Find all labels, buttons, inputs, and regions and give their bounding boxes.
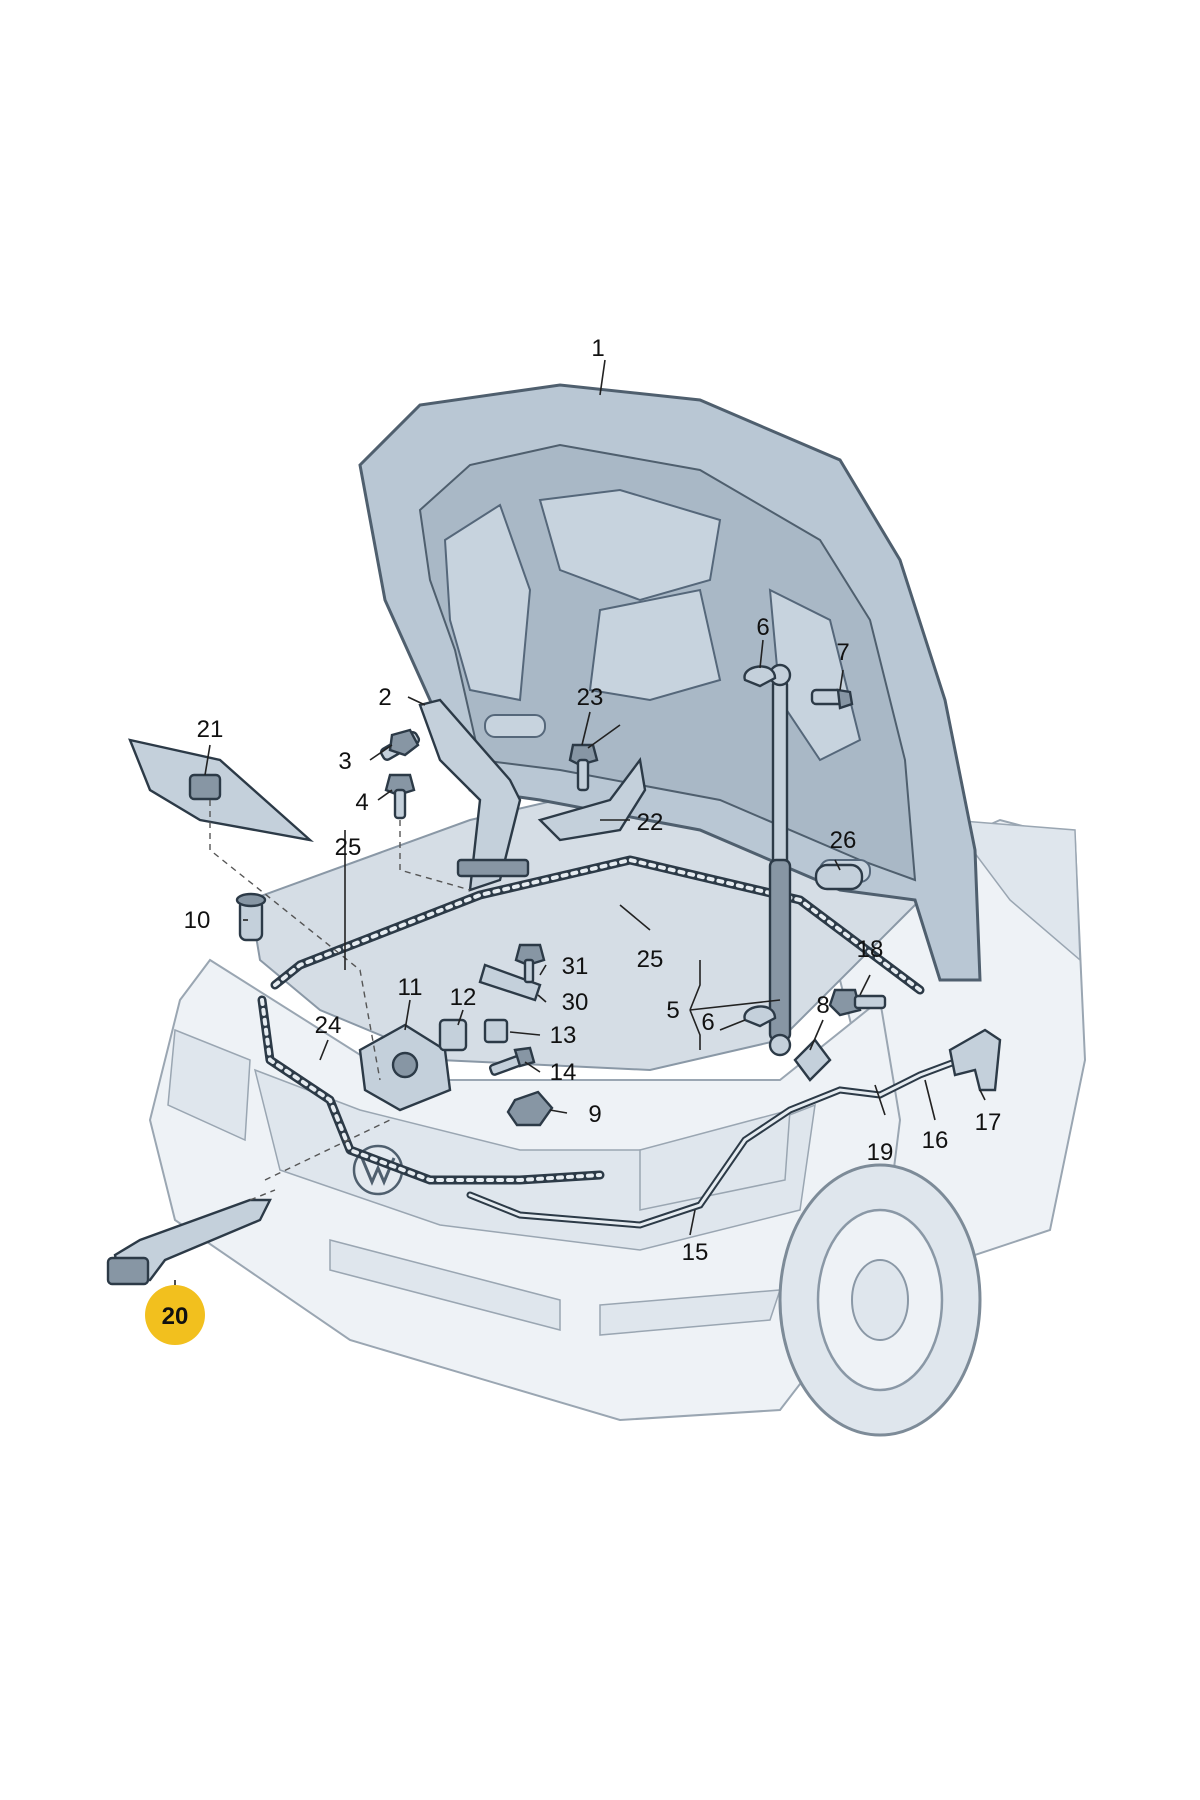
callout-24: 24	[315, 1012, 342, 1039]
callout-20-highlight	[145, 1285, 205, 1345]
hinge-bolt-3	[379, 728, 421, 761]
callout-20: 20	[162, 1303, 189, 1330]
callout-22: 22	[637, 809, 664, 836]
clip-6-lower	[743, 1005, 777, 1028]
callout-2: 2	[378, 684, 391, 711]
hood-seal-upper	[270, 855, 925, 995]
bolt-14	[488, 1046, 536, 1076]
switch-12	[438, 1018, 468, 1052]
callout-25-left: 25	[335, 834, 362, 861]
callout-14: 14	[550, 1059, 577, 1086]
callout-3: 3	[338, 748, 351, 775]
hinge-bolt-4	[384, 773, 416, 820]
nut-9	[506, 1090, 554, 1127]
callout-19: 19	[867, 1139, 894, 1166]
callout-labels: 1 2 3 4 5 6 6 7 8 9 10 11 12 13 14 15 16…	[162, 335, 1002, 1330]
callout-17: 17	[975, 1109, 1002, 1136]
callout-26: 26	[830, 827, 857, 854]
hood-panel	[358, 383, 982, 982]
front-wheel	[778, 1163, 982, 1437]
bolt-31	[514, 943, 546, 984]
bolt-23	[568, 743, 599, 792]
release-handle-20	[106, 1198, 272, 1286]
callout-15: 15	[682, 1239, 709, 1266]
insulation-21	[128, 738, 314, 842]
callout-5: 5	[666, 997, 679, 1024]
callout-16: 16	[922, 1127, 949, 1154]
clip-6-upper	[743, 665, 777, 688]
cover-26	[814, 863, 864, 891]
callout-30: 30	[562, 989, 589, 1016]
bracket-30	[478, 963, 542, 1002]
leader-lines	[174, 359, 986, 1295]
clip-13	[483, 1018, 509, 1044]
callout-31: 31	[562, 953, 589, 980]
hood-hinge	[418, 698, 530, 892]
strut-mount-8	[793, 1038, 832, 1082]
bolt-18	[828, 988, 887, 1017]
gas-strut	[768, 663, 792, 1057]
callout-13: 13	[550, 1022, 577, 1049]
hood-lock-11	[358, 1023, 452, 1112]
callout-6-upper: 6	[756, 614, 769, 641]
buffer-10	[235, 892, 267, 942]
callout-6-lower: 6	[701, 1009, 714, 1036]
callout-12: 12	[450, 984, 477, 1011]
release-lever-17	[948, 1028, 1002, 1092]
callout-23: 23	[577, 684, 604, 711]
release-cable	[466, 1056, 964, 1229]
callout-25-right: 25	[637, 946, 664, 973]
callout-18: 18	[857, 936, 884, 963]
callout-21: 21	[197, 716, 224, 743]
callout-11: 11	[398, 974, 423, 1001]
car-body	[148, 818, 1087, 1437]
callout-10: 10	[184, 907, 211, 934]
callout-4: 4	[355, 789, 368, 816]
callout-8: 8	[816, 992, 829, 1019]
hood-seal-lower	[257, 995, 605, 1185]
callout-7: 7	[836, 639, 849, 666]
bolt-7	[810, 688, 854, 710]
callout-1: 1	[591, 335, 604, 362]
callout-9: 9	[588, 1101, 601, 1128]
